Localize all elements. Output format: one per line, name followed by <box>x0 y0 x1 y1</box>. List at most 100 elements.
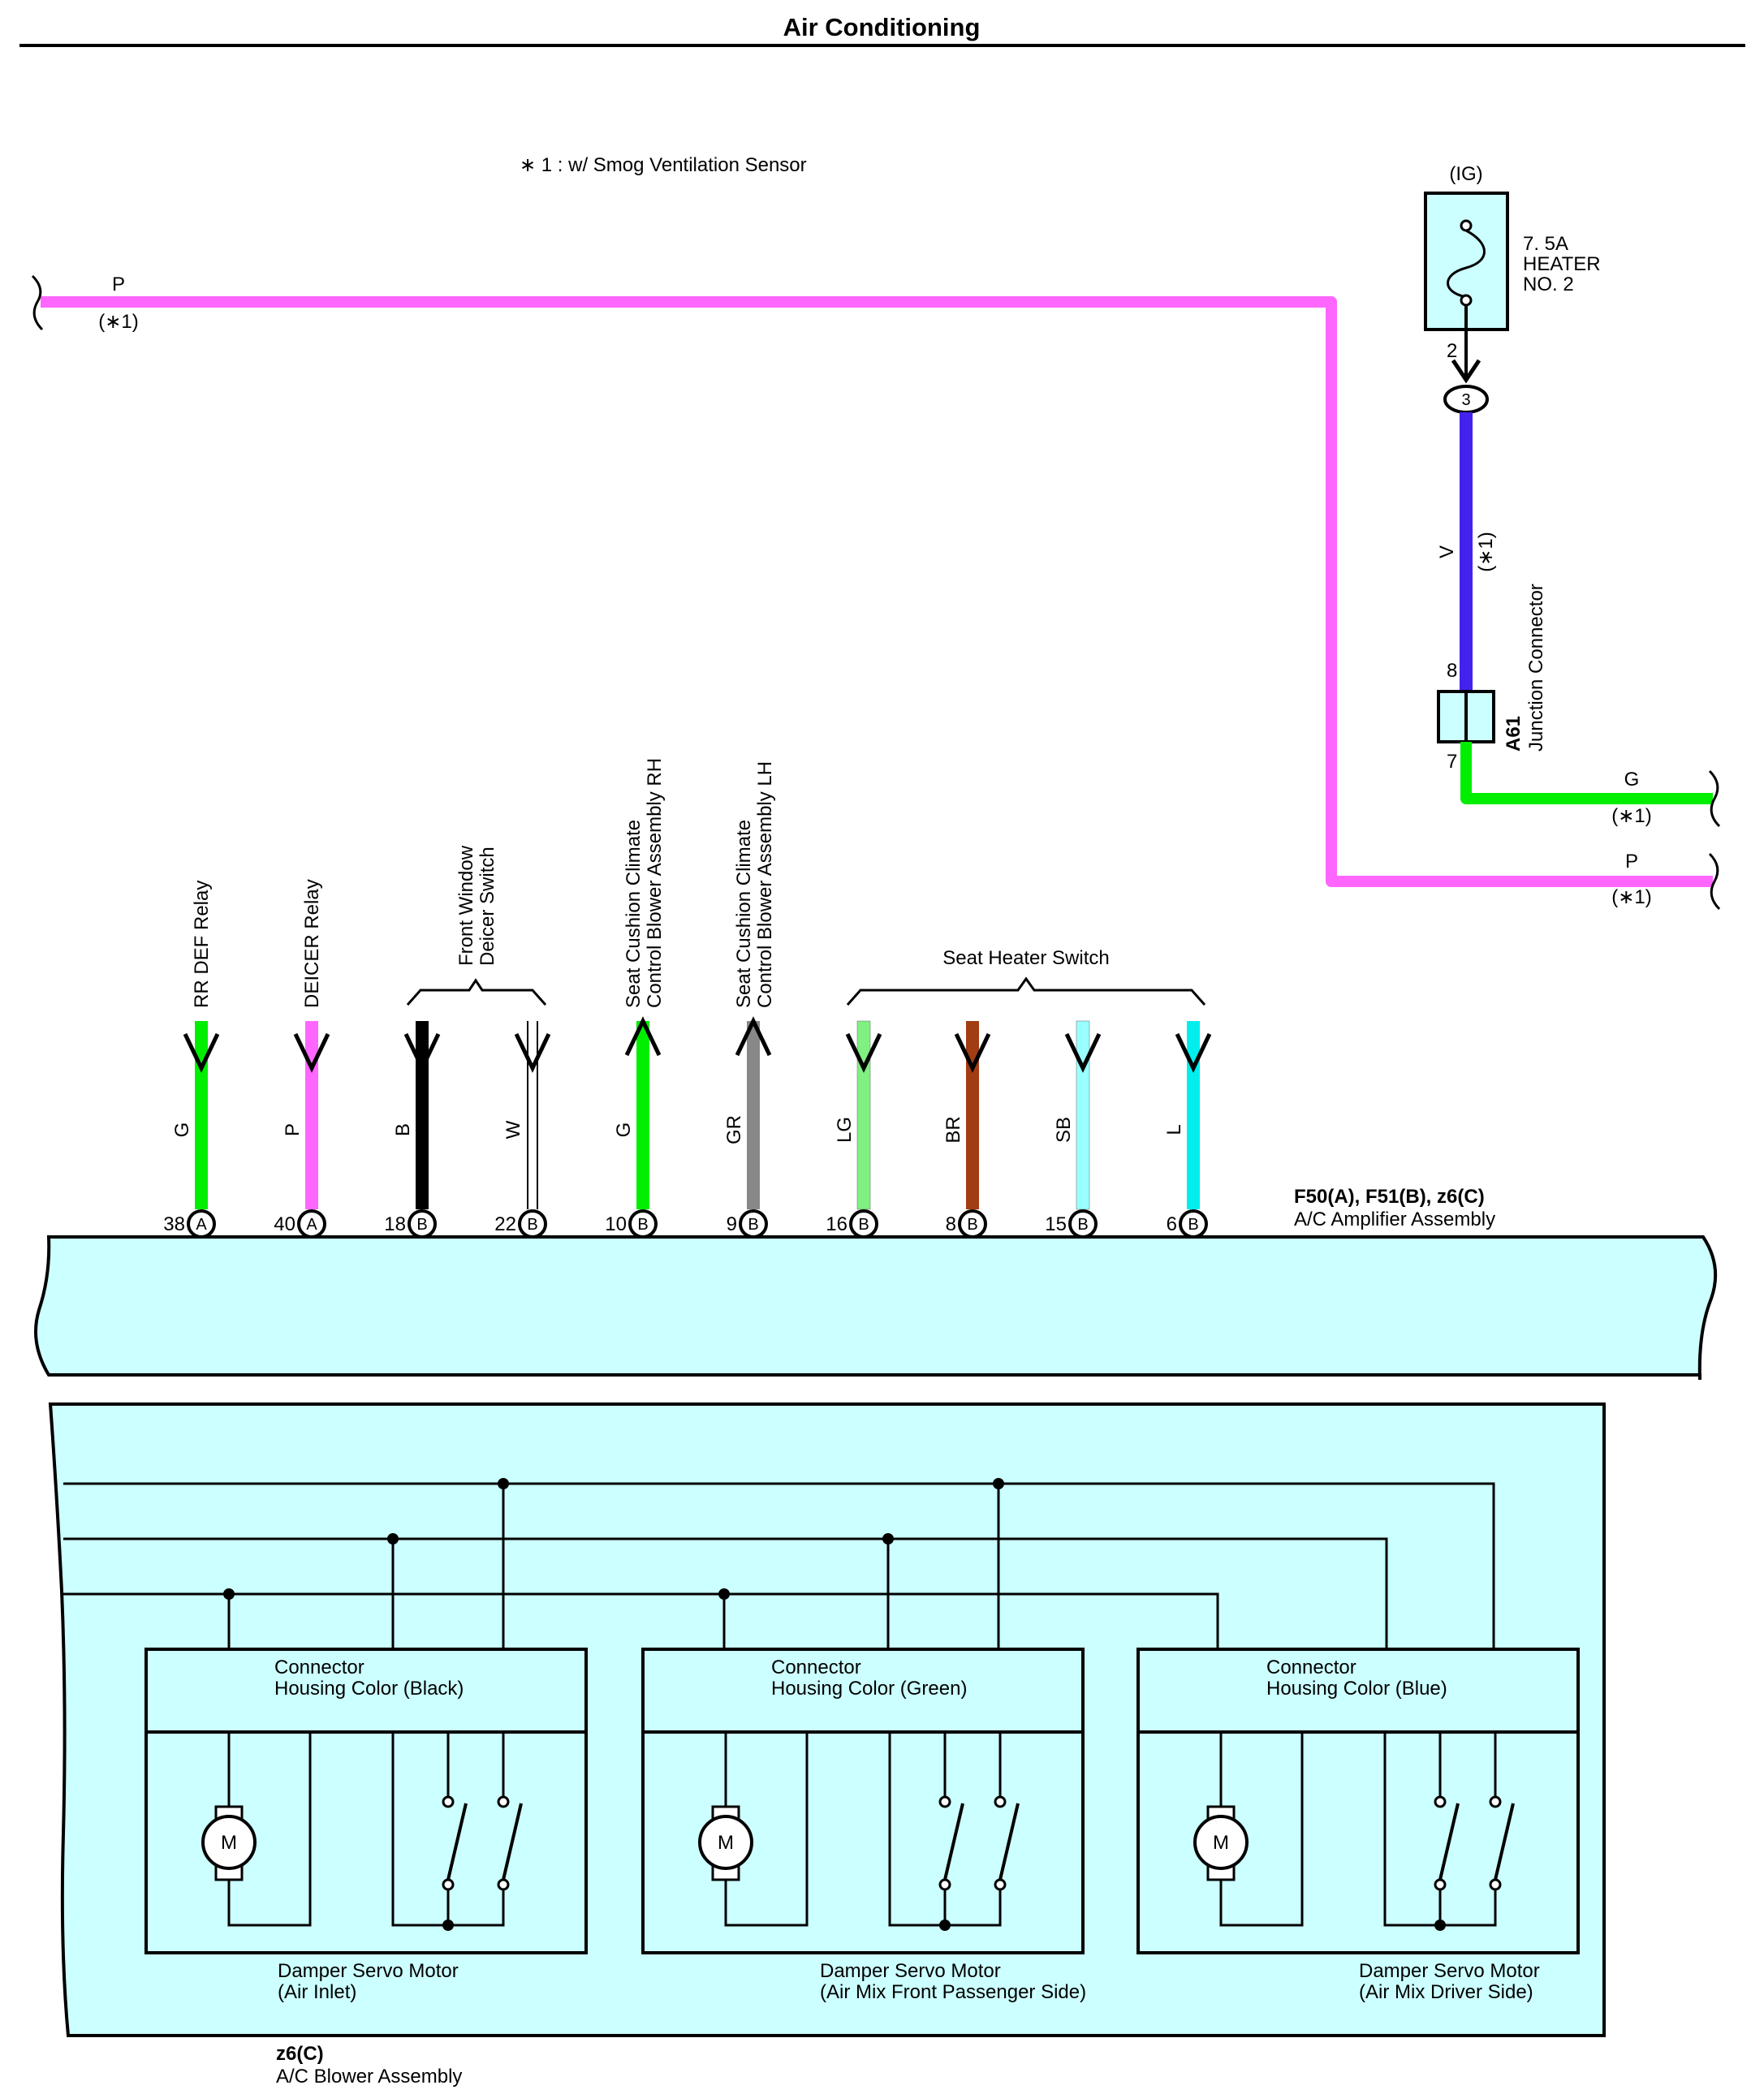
front-window-label-2: Deicer Switch <box>477 847 498 966</box>
arrow-out-icon <box>624 1016 662 1057</box>
switch-contact-icon <box>502 1803 523 1881</box>
wire-color-label: G <box>171 1122 193 1138</box>
motor-name: (Air Inlet) <box>278 1981 356 2003</box>
junction-name: Junction Connector <box>1525 584 1547 752</box>
junction-id: A61 <box>1503 716 1525 752</box>
motor-connector-box <box>641 1648 1085 1954</box>
signal-2: B18BSW 1 <box>384 1021 446 1268</box>
pin-number: 6 <box>1167 1213 1177 1235</box>
pin-number: 10 <box>605 1213 627 1235</box>
signal-0: GRR DEF Relay38ADFG <box>163 881 222 1268</box>
fuse-element <box>1447 229 1486 299</box>
housing-label: Connector <box>771 1657 861 1678</box>
signal-7: BR8BS5–2 <box>942 1021 995 1268</box>
option-note: ∗ 1 : w/ Smog Ventilation Sensor <box>520 154 807 176</box>
wire-color-label: L <box>1163 1124 1185 1135</box>
wire-g-right-opt: (∗1) <box>1611 805 1651 827</box>
pin-number: 40 <box>274 1213 295 1235</box>
fuse-supply: (IG) <box>1449 163 1482 185</box>
arrow-in-icon <box>1064 1032 1102 1073</box>
motor-connector-box <box>144 1648 588 1954</box>
fuse-name-1: HEATER <box>1523 253 1601 275</box>
wire-p-top <box>41 296 1713 887</box>
fuse-terminal-top <box>1460 219 1473 232</box>
housing-label: Housing Color (Blue) <box>1266 1678 1447 1700</box>
switch-contact-icon <box>1438 1803 1460 1881</box>
wire-color-label: B <box>392 1123 414 1136</box>
motor-name: (Air Mix Front Passenger Side) <box>820 1981 1086 2003</box>
amplifier-codes: F50(A), F51(B), z6(C) <box>1294 1186 1485 1208</box>
arrow-out-icon <box>735 1016 772 1057</box>
signal-8: SB15BSVDS <box>1045 1020 1110 1268</box>
connector-id: B <box>967 1216 977 1234</box>
svg-text:M: M <box>221 1832 237 1854</box>
pin-number: 8 <box>946 1213 956 1235</box>
bus-lines <box>63 1478 1495 1649</box>
signal-3: W22BFDFI <box>494 1021 554 1268</box>
switch-contact-icon <box>998 1803 1020 1881</box>
motor-name: Damper Servo Motor <box>278 1960 459 1982</box>
connector-id: B <box>637 1216 648 1234</box>
wire-p-right-color: P <box>1625 851 1638 872</box>
wire-color-label: W <box>502 1120 524 1139</box>
connector-id: B <box>527 1216 537 1234</box>
connector-id: B <box>416 1216 427 1234</box>
svg-text:M: M <box>1213 1832 1229 1854</box>
signal-destination: Control Blower Assembly RH <box>644 758 666 1008</box>
wire-color-label: P <box>282 1123 304 1136</box>
signal-destination: Seat Cushion Climate <box>733 820 755 1008</box>
wire-color-label: LG <box>834 1117 856 1143</box>
housing-label: Connector <box>274 1657 364 1678</box>
pin-number: 16 <box>826 1213 847 1235</box>
wire-top-color: P <box>112 274 125 295</box>
amplifier-assembly <box>34 1235 1718 1381</box>
break-mark-right-g <box>1708 769 1721 828</box>
arrow-in-icon <box>293 1032 330 1073</box>
arrow-in-icon <box>183 1032 220 1073</box>
pin-number: 38 <box>163 1213 185 1235</box>
connector-id: B <box>1188 1216 1198 1234</box>
arrow-in-icon <box>954 1032 991 1073</box>
blower-name: A/C Blower Assembly <box>276 2066 462 2088</box>
wire-color-label: SB <box>1053 1117 1075 1143</box>
switch-contact-icon <box>943 1803 964 1881</box>
wire-v-opt: (∗1) <box>1475 532 1497 571</box>
pin-number: 15 <box>1045 1213 1067 1235</box>
wire-top-opt: (∗1) <box>98 311 138 333</box>
connector-id: A <box>306 1216 317 1234</box>
motor-name: Damper Servo Motor <box>1359 1960 1540 1982</box>
svg-text:M: M <box>718 1832 734 1854</box>
switch-contact-icon <box>1494 1803 1515 1881</box>
front-window-brace <box>406 978 547 1006</box>
fuse-arrow <box>1451 359 1482 384</box>
switch-contact-icon <box>446 1803 468 1881</box>
arrow-in-icon <box>403 1032 441 1073</box>
front-window-label-1: Front Window <box>455 845 477 966</box>
housing-label: Connector <box>1266 1657 1356 1678</box>
wire-g-right-color: G <box>1624 769 1640 791</box>
housing-label: Housing Color (Green) <box>771 1678 967 1700</box>
housing-label: Housing Color (Black) <box>274 1678 464 1700</box>
pin-number: 22 <box>494 1213 516 1235</box>
connector-id: A <box>196 1216 207 1234</box>
signal-destination: Control Blower Assembly LH <box>754 761 776 1008</box>
amplifier-name: A/C Amplifier Assembly <box>1294 1209 1495 1230</box>
motor-name: (Air Mix Driver Side) <box>1359 1981 1533 2003</box>
signal-6: LG16BSVPS <box>826 1020 890 1268</box>
blower-code: z6(C) <box>276 2043 324 2065</box>
connector-3-pin: 3 <box>1461 391 1470 409</box>
motor-connector-box <box>1136 1648 1580 1954</box>
fuse-name-2: NO. 2 <box>1523 274 1574 295</box>
wire-g-right <box>1460 742 1713 804</box>
wire-p-right-opt: (∗1) <box>1611 886 1651 908</box>
signal-wires: GRR DEF Relay38ADFGPDEICER Relay40AFDEFB… <box>163 758 1218 1268</box>
motor-symbol-icon <box>201 1815 257 1870</box>
motor-symbol-icon <box>698 1815 753 1870</box>
wire-v-color: V <box>1436 545 1458 558</box>
